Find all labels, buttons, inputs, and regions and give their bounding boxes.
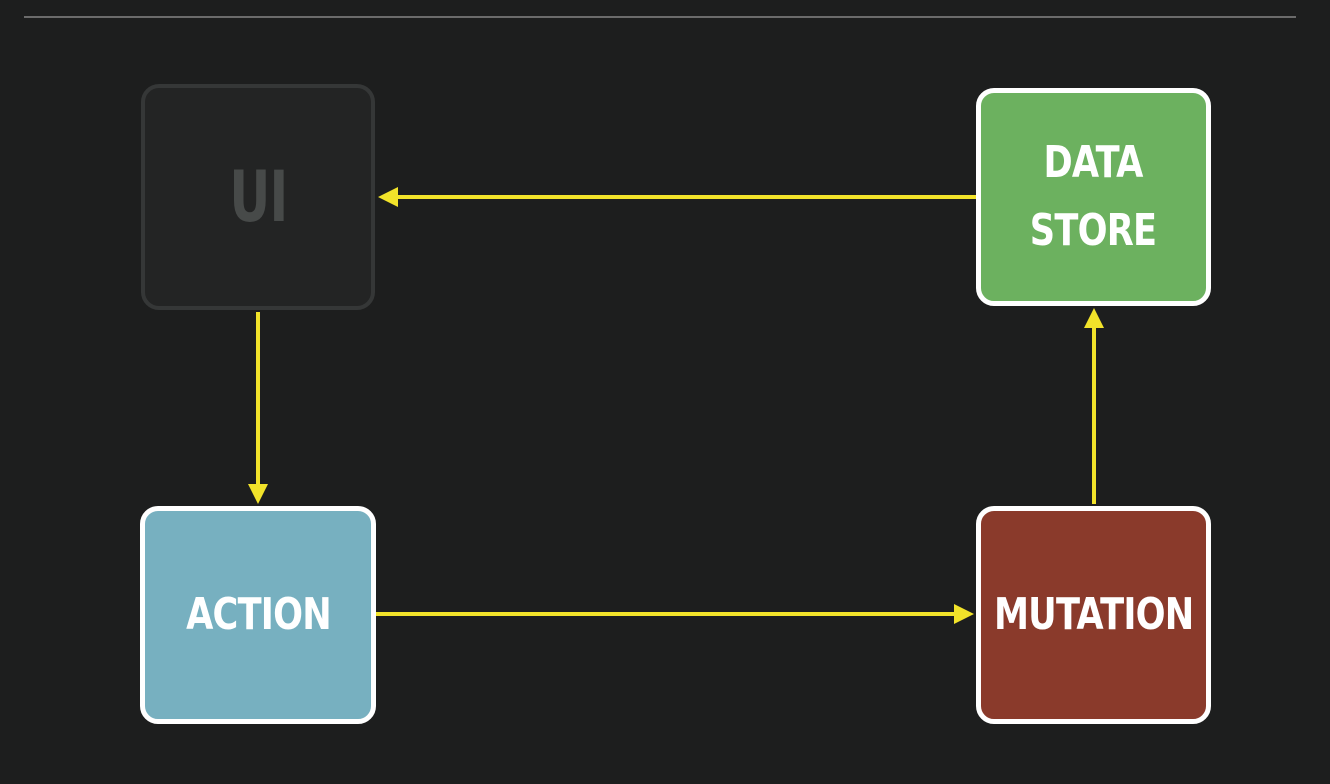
data-store-node-label: DATA STORE (1030, 136, 1157, 256)
ui-node: UI (141, 84, 375, 310)
action-node: ACTION (140, 506, 376, 724)
arrow-ui-to-action-head (248, 484, 268, 504)
action-node-label: ACTION (185, 588, 332, 640)
arrow-data_store-to-ui-head (378, 187, 398, 207)
mutation-node-label: MUTATION (993, 588, 1194, 640)
top-divider (24, 16, 1296, 18)
ui-node-label: UI (228, 155, 288, 238)
arrow-mutation-to-data_store-head (1084, 308, 1104, 328)
arrow-layer (248, 187, 1104, 624)
arrow-action-to-mutation-head (954, 604, 974, 624)
data-store-node: DATA STORE (976, 88, 1211, 306)
mutation-node: MUTATION (976, 506, 1211, 724)
